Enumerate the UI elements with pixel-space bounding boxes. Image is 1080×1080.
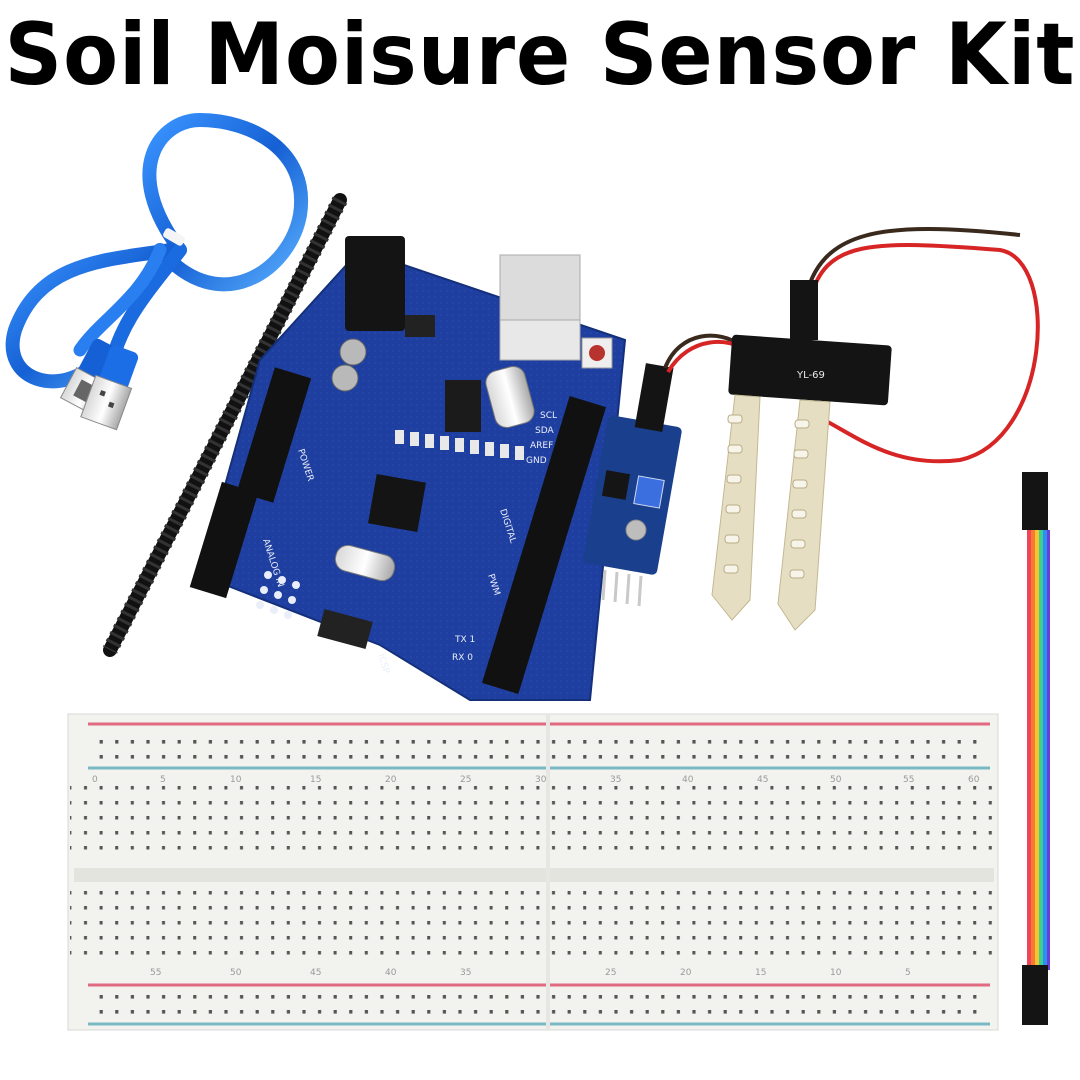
digital-header xyxy=(481,395,607,695)
usb-ic xyxy=(445,380,481,432)
column-number: 0 xyxy=(92,775,98,785)
page-title: Soil Moisure Sensor Kit xyxy=(4,5,1076,105)
column-number: 35 xyxy=(610,775,621,785)
icsp-label: ICSP xyxy=(375,653,391,676)
module-connector xyxy=(634,363,674,432)
column-number: 60 xyxy=(968,775,980,785)
column-number: 45 xyxy=(310,968,321,978)
jumper-connector-top xyxy=(1022,472,1048,530)
column-number: 55 xyxy=(903,775,914,785)
pin-label-sda: SDA xyxy=(535,426,554,436)
center-channel xyxy=(74,868,994,882)
column-number: 40 xyxy=(385,968,397,978)
column-number: 10 xyxy=(230,775,242,785)
potentiometer xyxy=(633,475,665,509)
column-number: 50 xyxy=(230,968,242,978)
soil-probe: YL-69 xyxy=(711,280,892,631)
column-number: 5 xyxy=(160,775,166,785)
probe-head xyxy=(728,334,892,406)
column-number: 20 xyxy=(385,775,397,785)
usb-cable xyxy=(5,112,309,431)
power-header xyxy=(236,367,312,503)
column-number: 30 xyxy=(535,775,547,785)
probe-connector xyxy=(790,280,818,340)
cable-tie xyxy=(163,228,185,246)
column-number: 45 xyxy=(757,775,768,785)
microcontroller xyxy=(368,474,426,532)
arduino-board: SCL SDA AREF GND TX 1 RX 0 DIGITAL PWM P… xyxy=(189,236,627,701)
dc-jack xyxy=(345,236,405,331)
pin-header-strip xyxy=(102,193,348,657)
sensor-module xyxy=(583,363,682,607)
column-number: 25 xyxy=(605,968,616,978)
column-number: 5 xyxy=(905,968,911,978)
column-number: 20 xyxy=(680,968,692,978)
pin-label-scl: SCL xyxy=(540,411,557,421)
column-number: 40 xyxy=(682,775,694,785)
comparator-chip xyxy=(601,470,631,500)
pin-label-tx: TX 1 xyxy=(454,635,475,645)
probe-model-label: YL-69 xyxy=(796,370,825,381)
pin-label-aref: AREF xyxy=(530,441,553,451)
analog-header xyxy=(189,481,259,599)
column-number: 50 xyxy=(830,775,842,785)
jumper-connector-bottom xyxy=(1022,965,1048,1025)
column-number: 15 xyxy=(755,968,766,978)
usb-a-plug xyxy=(80,345,139,431)
usb-port xyxy=(499,254,581,326)
column-number: 25 xyxy=(460,775,471,785)
column-number: 10 xyxy=(830,968,842,978)
icsp-header xyxy=(317,609,373,649)
crystal xyxy=(485,366,535,428)
column-number: 15 xyxy=(310,775,321,785)
column-number: 35 xyxy=(460,968,471,978)
jumper-wires xyxy=(1022,472,1050,1025)
pin-label-rx: RX 0 xyxy=(452,653,473,663)
column-number: 55 xyxy=(150,968,161,978)
pin-label-gnd: GND xyxy=(526,456,547,466)
breadboard: 0 5 10 15 20 25 30 35 40 45 50 55 60 55 … xyxy=(67,713,999,1031)
